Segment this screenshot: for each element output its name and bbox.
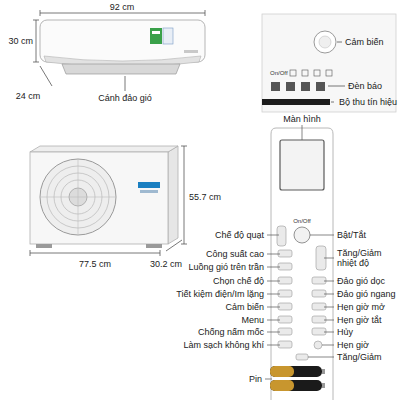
remote-control: [271, 128, 333, 400]
part-label: Màn hình: [283, 114, 321, 124]
indoor-unit: [40, 20, 205, 74]
button-label: On/Off: [293, 218, 311, 225]
dimension-label: 30.2 cm: [150, 259, 182, 269]
part-label: Chống nấm mốc: [198, 327, 264, 337]
dimension-label: 77.5 cm: [79, 259, 111, 269]
part-label: Hủy: [337, 327, 353, 337]
part-label: Làm sạch không khí: [183, 340, 264, 350]
batteries: [270, 366, 325, 391]
part-label: Đảo gió ngang: [337, 289, 396, 299]
part-label: Menu: [241, 315, 264, 325]
outdoor-unit: [30, 146, 178, 248]
dimension-lines: [30, 146, 187, 256]
leader-lines: [328, 42, 345, 102]
button-label: On/Off: [270, 70, 288, 77]
part-label: Bộ thu tín hiệu: [339, 97, 397, 107]
part-label: Hẹn giờ mở: [337, 302, 385, 312]
dimension-label: 30 cm: [8, 36, 33, 46]
part-label: Đảo gió dọc: [337, 276, 385, 286]
part-label: Tăng/Giảm: [337, 352, 382, 362]
part-label: Hẹn giờ: [337, 340, 369, 350]
part-label: Luồng gió trên trần: [188, 262, 264, 272]
part-label: Tăng/Giảm nhiệt độ: [337, 248, 395, 269]
leader-lines: [265, 125, 334, 379]
dimension-label: 55.7 cm: [189, 192, 221, 202]
dimension-lines: [33, 10, 205, 86]
part-label: Đèn báo: [348, 81, 382, 91]
indoor-panel: [262, 14, 396, 112]
part-label: Pin: [249, 374, 262, 384]
part-label: Cảm biến: [345, 37, 384, 47]
part-label: Cánh đảo gió: [98, 93, 152, 103]
part-label: Chế độ quạt: [215, 230, 264, 240]
part-label: Chọn chế độ: [213, 276, 264, 286]
dimension-label: 24 cm: [16, 91, 41, 101]
part-label: Bật/Tắt: [337, 230, 366, 240]
part-label: Hẹn giờ tắt: [337, 315, 381, 325]
dimension-label: 92 cm: [110, 2, 135, 12]
part-label: Công suất cao: [206, 249, 264, 259]
leader-line: [125, 76, 126, 91]
part-label: Cảm biến: [225, 302, 264, 312]
part-label: Tiết kiệm điện/Im lặng: [176, 289, 264, 299]
